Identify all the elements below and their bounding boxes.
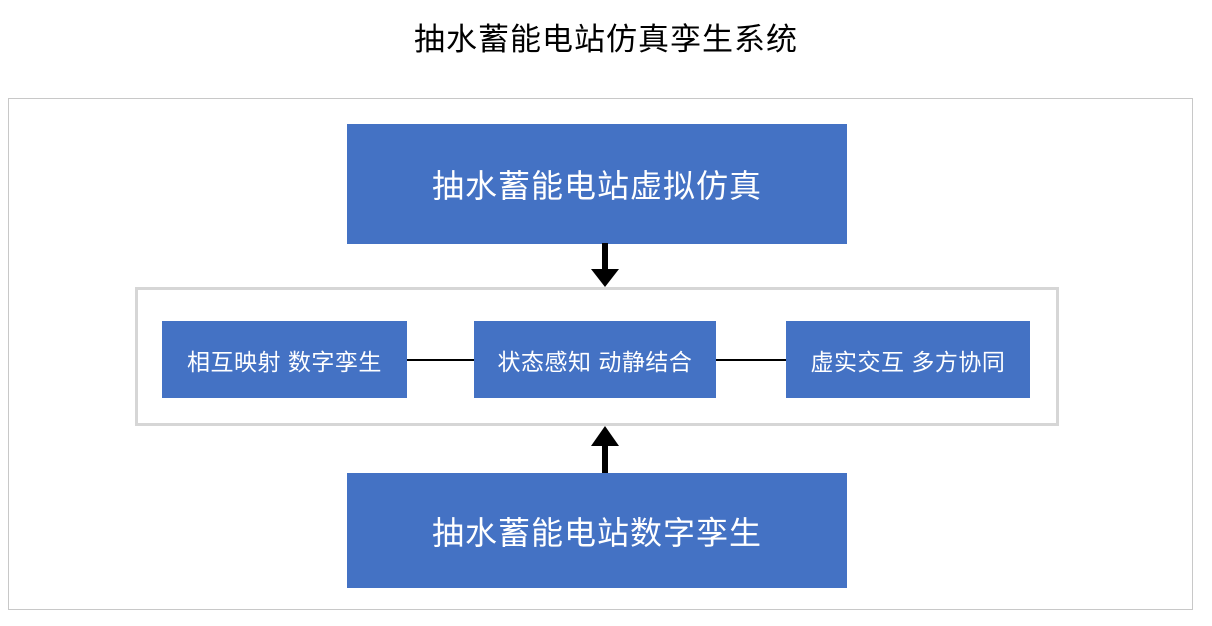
box-virtual-simulation-label: 抽水蓄能电站虚拟仿真 [431, 168, 762, 204]
box-virtual-real-interaction[interactable]: 虚实交互 多方协同 [786, 321, 1030, 398]
box-virtual-simulation[interactable]: 抽水蓄能电站虚拟仿真 [347, 124, 847, 244]
page-title: 抽水蓄能电站仿真孪生系统 [414, 22, 798, 57]
arrow-down-icon [588, 243, 622, 288]
box-mutual-mapping[interactable]: 相互映射 数字孪生 [162, 321, 407, 398]
connector-center-to-right [716, 359, 786, 361]
box-digital-twin-label: 抽水蓄能电站数字孪生 [431, 514, 762, 551]
box-mutual-mapping-label: 相互映射 数字孪生 [187, 348, 382, 375]
box-digital-twin[interactable]: 抽水蓄能电站数字孪生 [347, 473, 847, 588]
box-virtual-real-interaction-label: 虚实交互 多方协同 [810, 348, 1006, 375]
box-state-perception-label: 状态感知 动静结合 [497, 348, 693, 375]
box-state-perception[interactable]: 状态感知 动静结合 [474, 321, 716, 398]
connector-left-to-center [407, 359, 474, 361]
arrow-up-icon [588, 425, 622, 474]
